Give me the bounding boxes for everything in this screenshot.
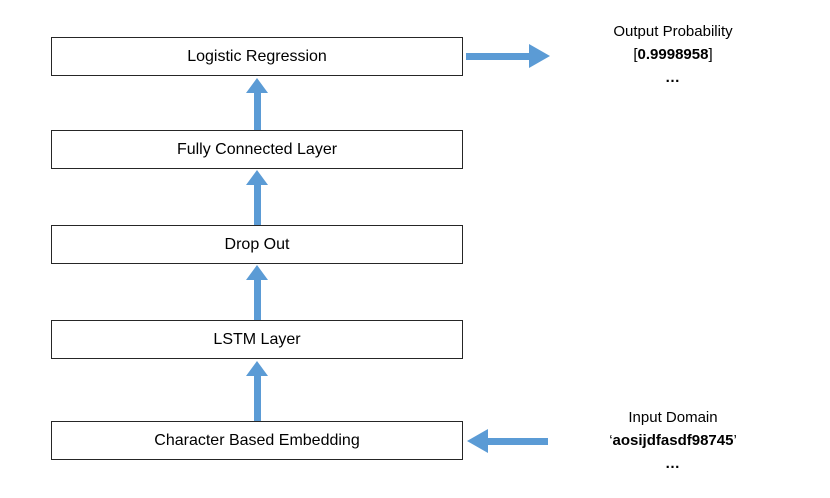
up-arrow-lstm-to-dropout (246, 265, 268, 320)
quote-close: ’ (733, 432, 737, 449)
up-arrow-fc-to-logistic (246, 78, 268, 130)
output-annotation: Output Probability [0.9998958] … (563, 20, 783, 89)
layer-label: LSTM Layer (213, 330, 301, 348)
layer-box-logistic-regression: Logistic Regression (51, 37, 463, 76)
quote-open: ‘ (609, 432, 613, 449)
input-arrow (467, 429, 548, 453)
input-domain-value: ‘aosijdfasdf98745’ (563, 429, 783, 452)
up-arrowhead-icon (246, 361, 268, 376)
arrow-stem (253, 93, 261, 130)
layer-label: Character Based Embedding (154, 431, 360, 449)
up-arrow-embedding-to-lstm (246, 361, 268, 421)
up-arrow-dropout-to-fc (246, 170, 268, 225)
bracket-close: ] (708, 46, 713, 63)
input-annotation: Input Domain ‘aosijdfasdf98745’ … (563, 406, 783, 475)
layer-label: Drop Out (224, 235, 290, 253)
up-arrowhead-icon (246, 170, 268, 185)
input-annotation-title: Input Domain (628, 409, 718, 426)
output-ellipsis: … (665, 69, 681, 86)
arrow-stem (488, 437, 548, 445)
layer-box-char-embedding: Character Based Embedding (51, 421, 463, 460)
arrow-stem (253, 185, 261, 225)
input-ellipsis: … (665, 455, 681, 472)
left-arrowhead-icon (467, 429, 488, 453)
probability-number: 0.9998958 (637, 46, 709, 63)
layer-label: Fully Connected Layer (176, 140, 338, 158)
layer-box-fully-connected: Fully Connected Layer (51, 130, 463, 169)
output-annotation-title: Output Probability (613, 23, 733, 40)
up-arrowhead-icon (246, 265, 268, 280)
bracket-open: [ (633, 46, 638, 63)
layer-box-dropout: Drop Out (51, 225, 463, 264)
layer-box-lstm: LSTM Layer (51, 320, 463, 359)
right-arrowhead-icon (529, 44, 550, 68)
up-arrowhead-icon (246, 78, 268, 93)
arrow-stem (253, 376, 261, 421)
output-probability-value: [0.9998958] (563, 43, 783, 66)
arrow-stem (466, 52, 529, 60)
layer-label: Logistic Regression (187, 47, 327, 65)
output-arrow (466, 44, 550, 68)
domain-string: aosijdfasdf98745 (612, 432, 734, 449)
arrow-stem (253, 280, 261, 320)
